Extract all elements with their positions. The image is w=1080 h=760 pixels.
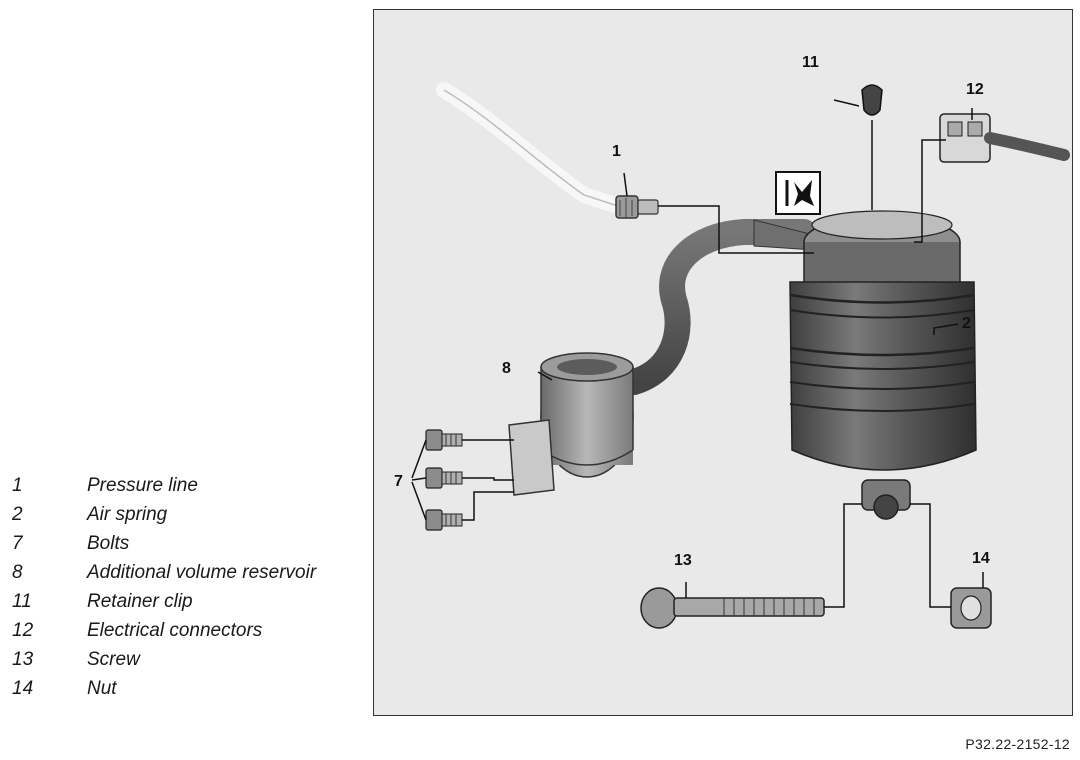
retainer-clip — [861, 84, 883, 210]
parts-legend: 1 Pressure line 2 Air spring 7 Bolts 8 A… — [12, 474, 372, 706]
warning-symbol — [775, 171, 821, 215]
pressure-line-fitting — [615, 195, 659, 219]
callout-11: 11 — [802, 54, 819, 71]
volume-reservoir — [540, 352, 634, 478]
callout-7: 7 — [394, 473, 403, 490]
callout-12: 12 — [966, 81, 984, 98]
pressure-line-outline — [443, 89, 625, 209]
legend-item: 14 Nut — [12, 677, 372, 706]
legend-item: 13 Screw — [12, 648, 372, 677]
air-spring-top — [811, 210, 953, 240]
callout-14: 14 — [972, 550, 990, 567]
air-spring — [789, 215, 977, 520]
legend-number: 8 — [12, 562, 23, 583]
legend-label: Air spring — [87, 504, 168, 525]
nut — [950, 587, 992, 629]
legend-item: 12 Electrical connectors — [12, 619, 372, 648]
legend-number: 1 — [12, 475, 23, 496]
legend-number: 12 — [12, 620, 34, 641]
callout-1: 1 — [612, 143, 621, 160]
legend-item: 2 Air spring — [12, 503, 372, 532]
figure-reference-code: P32.22-2152-12 — [965, 736, 1070, 752]
callout-8: 8 — [502, 360, 511, 377]
legend-label: Nut — [87, 678, 117, 699]
legend-number: 13 — [12, 649, 34, 670]
legend-item: 8 Additional volume reservoir — [12, 561, 372, 590]
legend-label: Screw — [87, 649, 140, 670]
legend-label: Additional volume reservoir — [87, 562, 317, 583]
bolt — [425, 509, 463, 531]
legend-number: 2 — [12, 504, 23, 525]
legend-item: 11 Retainer clip — [12, 590, 372, 619]
legend-label: Pressure line — [87, 475, 198, 496]
callout-2: 2 — [962, 315, 971, 332]
legend-number: 11 — [12, 591, 32, 612]
legend-number: 7 — [12, 533, 23, 554]
legend-number: 14 — [12, 678, 34, 699]
callout-13: 13 — [674, 552, 692, 569]
reservoir-bracket — [508, 419, 555, 496]
exploded-view-drawing: 1 2 7 8 11 12 13 14 — [394, 54, 1070, 629]
legend-label: Electrical connectors — [87, 620, 263, 641]
electrical-connector — [939, 113, 1070, 163]
legend-label: Retainer clip — [87, 591, 193, 612]
bolt — [425, 467, 463, 489]
legend-label: Bolts — [87, 533, 130, 554]
screw — [640, 587, 825, 629]
bolt — [425, 429, 463, 451]
exploded-view-figure: 1 2 7 8 11 12 13 14 — [373, 9, 1073, 716]
legend-item: 1 Pressure line — [12, 474, 372, 503]
leader-lines — [411, 99, 984, 608]
connecting-hose — [621, 219, 817, 395]
legend-item: 7 Bolts — [12, 532, 372, 561]
